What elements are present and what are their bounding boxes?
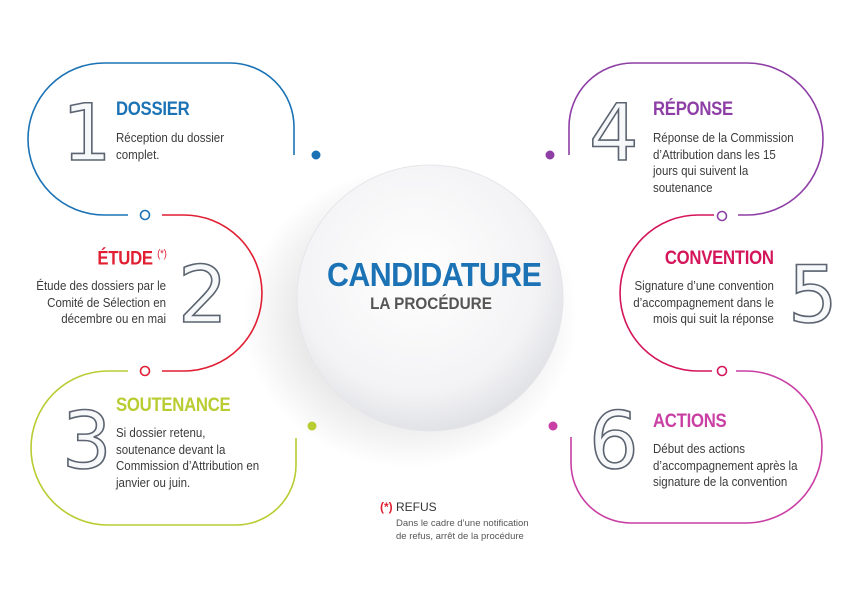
connector-ring-2-3 — [139, 365, 151, 377]
step-6-line-3: signature de la convention — [653, 475, 788, 489]
connector-dot-3 — [307, 421, 317, 431]
step-3-description: Si dossier retenu, soutenance devant la … — [116, 425, 259, 491]
step-2-line-3: décembre ou en mai — [61, 312, 166, 326]
connector-dot-1 — [311, 150, 321, 160]
refusal-note-label: (*) REFUS — [380, 500, 437, 514]
step-2-title: ÉTUDE (*) — [98, 248, 167, 270]
step-5-description: Signature d’une convention d’accompagnem… — [633, 278, 774, 328]
step-3-line-3: Commission d’Attribution en — [116, 459, 260, 473]
step-5-outline — [619, 214, 714, 372]
step-number-5: 5 — [788, 251, 838, 341]
step-number-2: 2 — [178, 251, 228, 341]
step-6-outline — [570, 370, 823, 524]
step-2-title-text: ÉTUDE — [97, 248, 154, 270]
step-number-3: 3 — [62, 397, 112, 487]
step-2-description: Étude des dossiers par le Comité de Séle… — [36, 278, 166, 328]
connector-ring-1-2 — [139, 209, 151, 221]
step-4-title: RÉPONSE — [653, 99, 733, 120]
step-1-title: DOSSIER — [116, 99, 190, 120]
step-2-line-1: Étude des dossiers par le — [36, 279, 166, 293]
connector-dot-6 — [548, 421, 558, 431]
step-5-title: CONVENTION — [665, 248, 774, 269]
step-4-line-4: soutenance — [653, 180, 713, 195]
step-6-description: Début des actions d’accompagnement après… — [653, 441, 797, 491]
step-4-line-3: jours qui suivent la — [653, 164, 749, 178]
step-3-title: SOUTENANCE — [116, 395, 231, 416]
step-5-line-2: d’accompagnement dans le — [633, 295, 774, 310]
step-2-line-2: Comité de Sélection en — [47, 295, 166, 310]
connector-dot-4 — [545, 150, 555, 160]
connector-ring-5-6 — [716, 365, 728, 377]
step-3-outline — [30, 370, 297, 526]
step-4-outline — [568, 62, 824, 216]
refusal-note-line-1: Dans le cadre d’une notification — [396, 518, 529, 529]
center-circle — [296, 164, 564, 432]
refusal-note-line-2: de refus, arrêt de la procédure — [396, 530, 524, 542]
step-1-outline — [27, 62, 295, 216]
step-6-line-2: d’accompagnement après la — [653, 458, 798, 473]
step-1-line-2: complet. — [116, 147, 160, 162]
refusal-note-title: REFUS — [396, 500, 437, 514]
step-number-6: 6 — [589, 397, 639, 487]
step-4-line-1: Réponse de la Commission — [653, 131, 794, 145]
step-4-description: Réponse de la Commission d’Attribution d… — [653, 130, 794, 196]
step-number-4: 4 — [589, 89, 639, 179]
step-2-outline — [162, 214, 263, 372]
connector-ring-4-5 — [716, 210, 728, 222]
step-3-line-1: Si dossier retenu, — [116, 426, 206, 440]
step-4-line-2: d’Attribution dans les 15 — [653, 147, 776, 162]
step-1-line-1: Réception du dossier — [116, 131, 225, 145]
center-title: CANDIDATURE — [327, 256, 542, 293]
refusal-note-mark: (*) — [380, 500, 393, 514]
step-number-1: 1 — [62, 89, 112, 179]
step-5-line-1: Signature d’une convention — [634, 279, 774, 293]
center-subtitle: LA PROCÉDURE — [370, 294, 492, 313]
step-3-line-2: soutenance devant la — [116, 442, 226, 457]
step-6-line-1: Début des actions — [653, 442, 746, 456]
step-5-line-3: mois qui suit la réponse — [653, 312, 774, 326]
refusal-note-text: Dans le cadre d’une notification de refu… — [396, 518, 529, 543]
step-3-line-4: janvier ou juin. — [116, 475, 191, 490]
step-6-title: ACTIONS — [653, 411, 727, 432]
step-2-refusal-mark: (*) — [157, 248, 168, 260]
step-1-description: Réception du dossier complet. — [116, 130, 224, 163]
